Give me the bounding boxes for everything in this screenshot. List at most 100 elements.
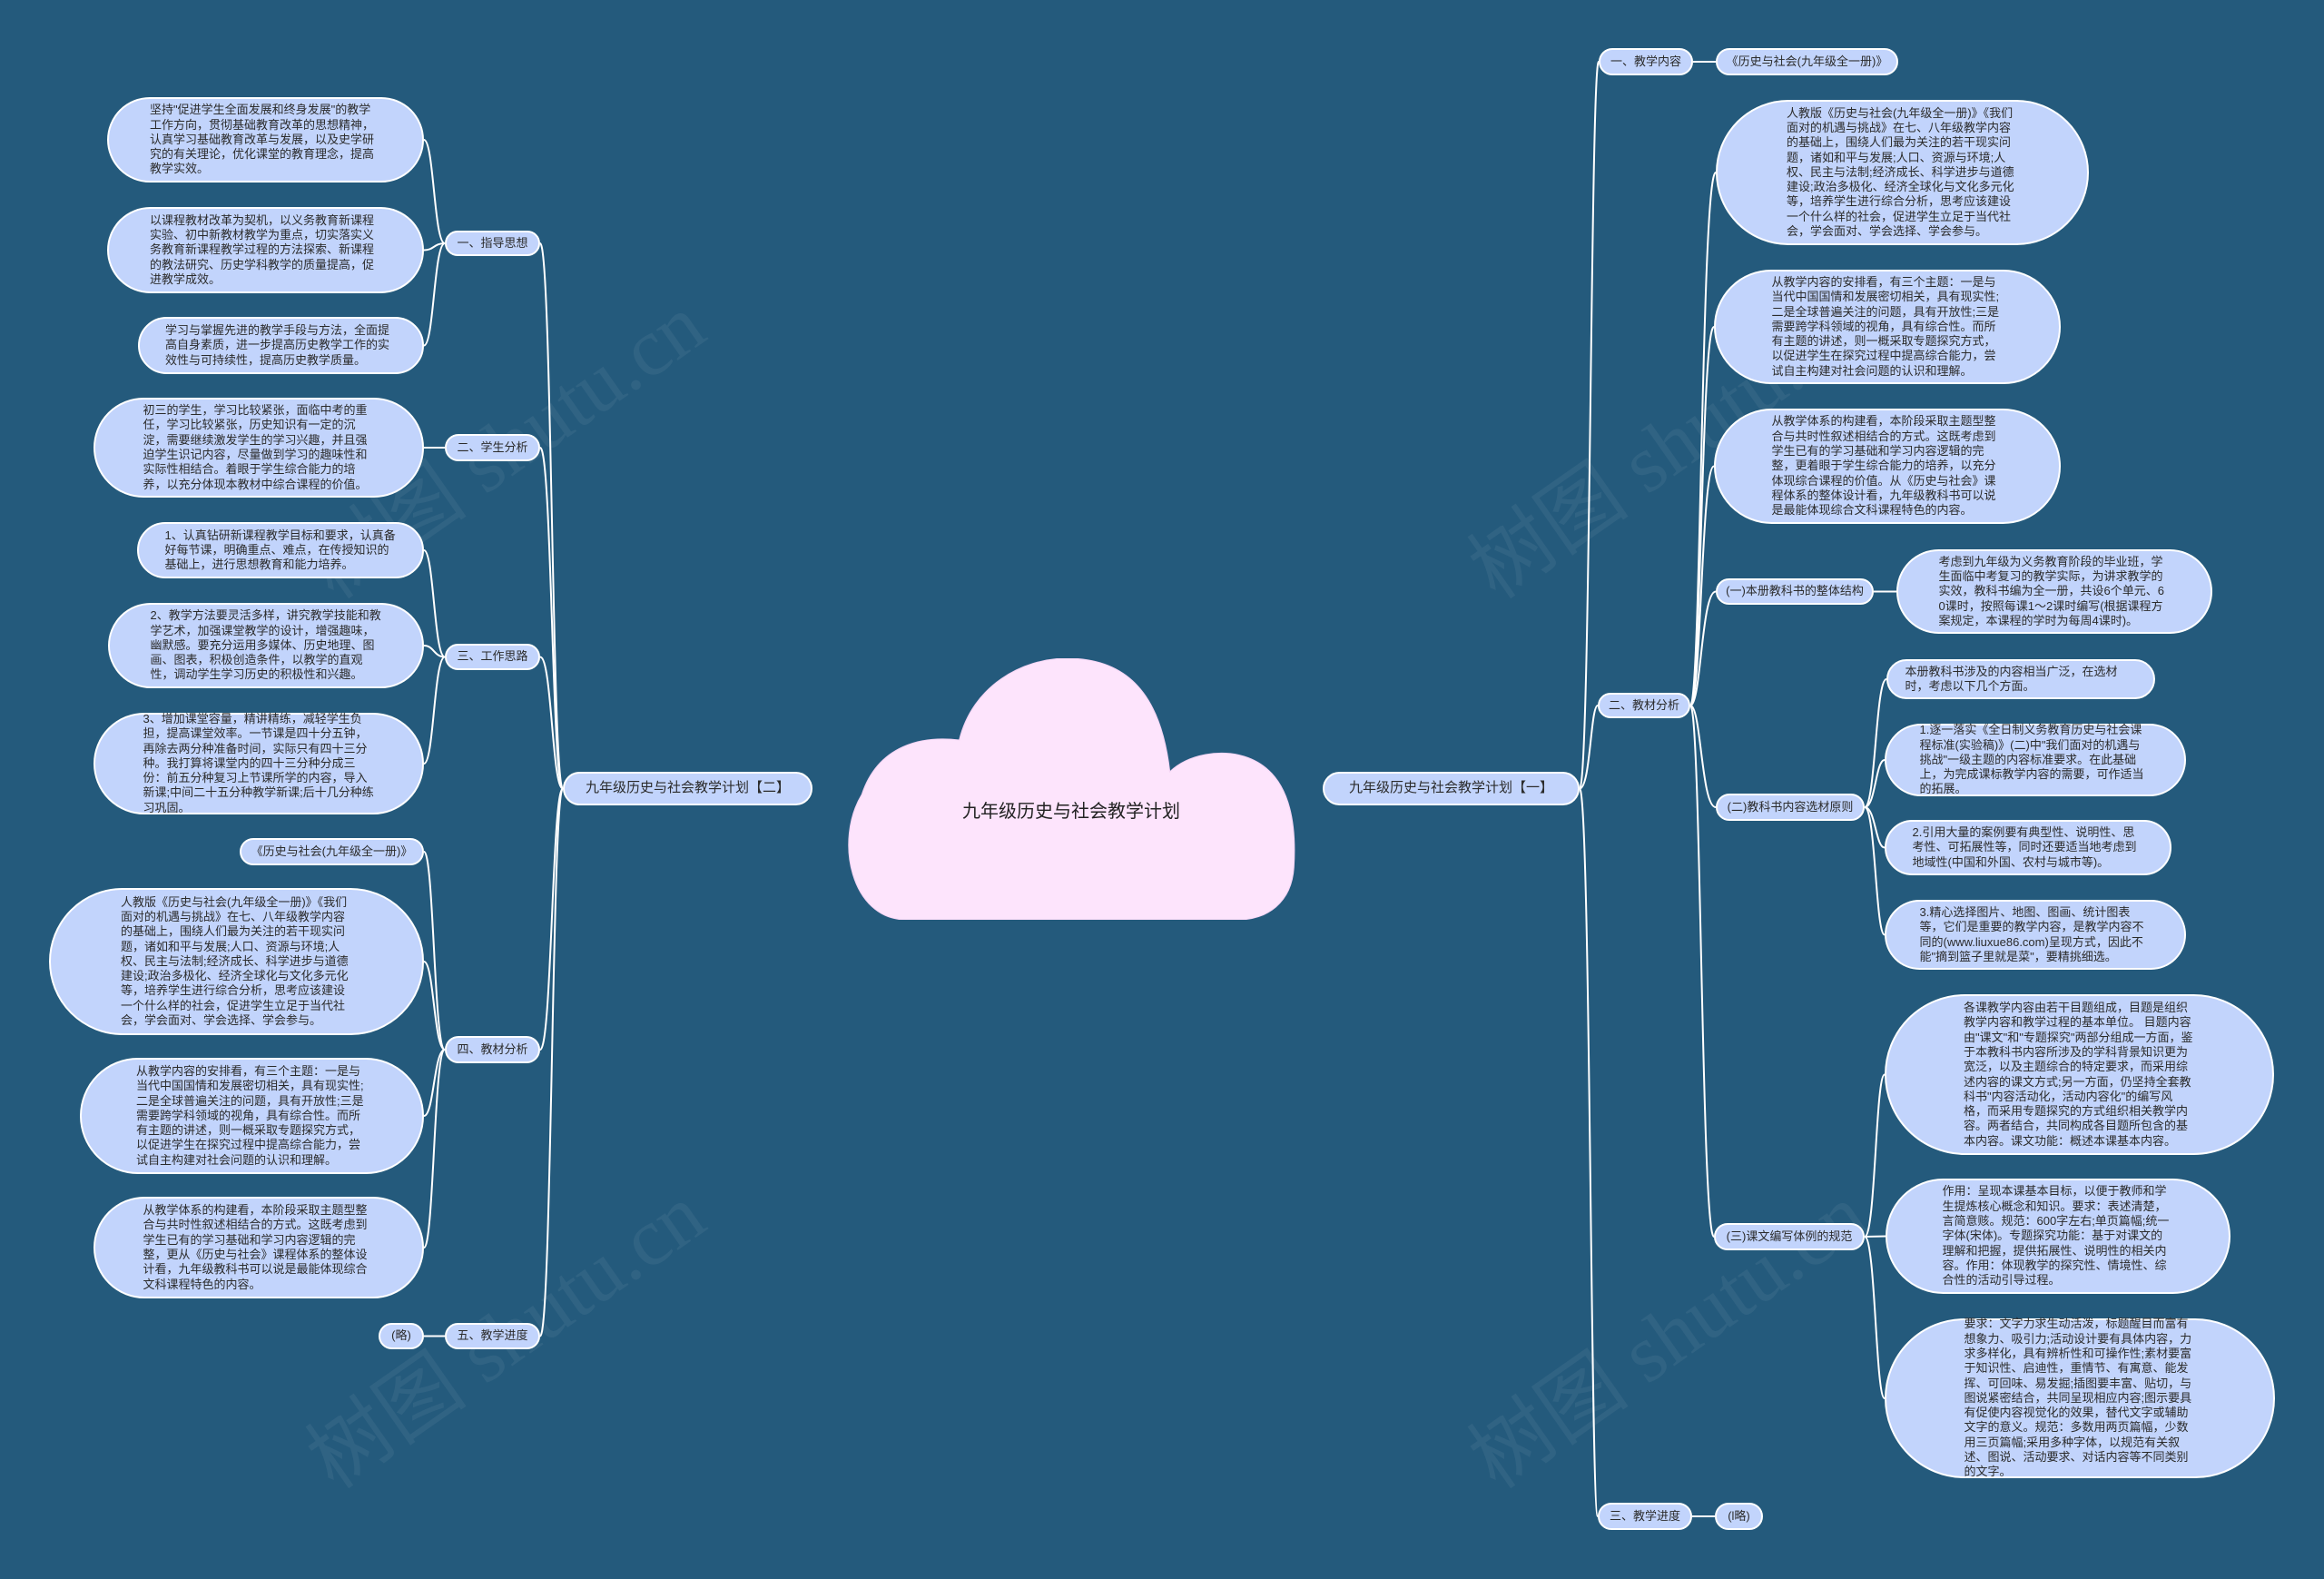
topic-label: 九年级历史与社会教学计划【一】 <box>1348 780 1553 796</box>
connector-line <box>1864 806 1886 936</box>
connector-line <box>1864 1235 1886 1238</box>
subbranch-selection-principles[interactable]: (二)教科书内容选材原则 <box>1716 794 1865 821</box>
connector-line <box>539 787 564 1337</box>
leaf-node[interactable]: (l略) <box>1715 1503 1763 1530</box>
connector-line <box>1689 590 1717 706</box>
connector-line <box>539 242 564 790</box>
connector-line <box>423 242 446 252</box>
leaf-node[interactable]: 人教版《历史与社会(九年级全一册)》《我们面对的机遇与挑战》在七、八年级教学内容… <box>49 888 424 1035</box>
central-topic-cloud[interactable] <box>840 658 1299 920</box>
branch-teaching-content[interactable]: 一、教学内容 <box>1599 48 1693 75</box>
branch-label: 一、教学内容 <box>1610 54 1681 68</box>
leaf-text: 人教版《历史与社会(九年级全一册)》《我们面对的机遇与挑战》在七、八年级教学内容… <box>121 894 349 1028</box>
leaf-node[interactable]: 人教版《历史与社会(九年级全一册)》《我们面对的机遇与挑战》在七、八年级教学内容… <box>1716 100 2089 245</box>
branch-label: (一)本册教科书的整体结构 <box>1726 584 1864 598</box>
branch-label: 二、学生分析 <box>457 439 528 454</box>
connector-line <box>423 645 446 658</box>
leaf-text: 以课程教材改革为契机，以义务教育新课程实验、初中新教材教学为重点，切实落实义务教… <box>150 212 375 286</box>
branch-label: 三、教学进度 <box>1609 1508 1680 1523</box>
leaf-node[interactable]: 《历史与社会(九年级全一册)》 <box>240 838 424 865</box>
branch-label: 一、指导思想 <box>457 235 528 250</box>
branch-teaching-schedule[interactable]: 五、教学进度 <box>445 1323 540 1349</box>
leaf-node[interactable]: 《历史与社会(九年级全一册)》 <box>1716 48 1898 75</box>
leaf-node[interactable]: 要求：文字力求生动活泼，标题醒目而富有想象力、吸引力;活动设计要有具体内容，力求… <box>1885 1317 2275 1479</box>
leaf-node[interactable]: (略) <box>379 1323 424 1349</box>
leaf-node[interactable]: 3、增加课堂容量，精讲精练，减轻学生负担，提高课堂效率。一节课是四十分五钟，再除… <box>94 711 424 814</box>
branch-label: (三)课文编写体例的规范 <box>1726 1229 1853 1243</box>
connector-line <box>1864 759 1886 808</box>
subbranch-overall-structure[interactable]: (一)本册教科书的整体结构 <box>1716 578 1874 605</box>
leaf-node[interactable]: 学习与掌握先进的教学手段与方法，全面提高自身素质，进一步提高历史教学工作的实效性… <box>138 317 424 374</box>
leaf-node[interactable]: 初三的学生，学习比较紧张，面临中考的重任，学习比较紧张，历史知识有一定的沉淀，需… <box>94 398 424 498</box>
branch-label: (二)教科书内容选材原则 <box>1727 799 1854 814</box>
leaf-text: 考虑到九年级为义务教育阶段的毕业班，学生面临中考复习的教学实际，为讲求教学的实效… <box>1938 554 2164 627</box>
connector-line <box>423 549 446 658</box>
leaf-node[interactable]: 3.精心选择图片、地图、图画、统计图表等，它们是重要的教学内容，是教学内容不同的… <box>1885 900 2186 970</box>
leaf-node[interactable]: 从教学内容的安排看，有三个主题：一是与当代中国国情和发展密切相关，具有现实性;二… <box>80 1058 424 1174</box>
leaf-node[interactable]: 本册教科书涉及的内容相当广泛，在选材时，考虑以下几个方面。 <box>1886 659 2155 699</box>
leaf-text: 从教学内容的安排看，有三个主题：一是与当代中国国情和发展密切相关，具有现实性;二… <box>1771 274 2000 378</box>
leaf-node[interactable]: 坚持"促进学生全面发展和终身发展"的教学工作方向，贯彻基础教育改革的思想精神，认… <box>107 97 424 183</box>
leaf-text: 1、认真钻研新课程教学目标和要求，认真备好每节课，明确重点、难点，在传授知识的基… <box>164 528 396 572</box>
branch-textbook-analysis[interactable]: 二、教材分析 <box>1598 693 1690 718</box>
connector-line <box>1689 172 1717 706</box>
connector-line <box>1579 787 1599 1517</box>
central-topic-title: 九年级历史与社会教学计划 <box>962 802 1180 822</box>
leaf-text: 各课教学内容由若干目题组成，目题是组织教学内容和教学过程的基本单位。 目题内容由… <box>1964 1001 2193 1148</box>
connector-line <box>1689 705 1715 1238</box>
leaf-node[interactable]: 各课教学内容由若干目题组成，目题是组织教学内容和教学过程的基本单位。 目题内容由… <box>1885 994 2274 1155</box>
connector-line <box>423 1049 446 1248</box>
leaf-text: 要求：文字力求生动活泼，标题醒目而富有想象力、吸引力;活动设计要有具体内容，力求… <box>1964 1317 2192 1479</box>
branch-label: 三、工作思路 <box>457 649 528 664</box>
leaf-node[interactable]: 以课程教材改革为契机，以义务教育新课程实验、初中新教材教学为重点，切实落实义务教… <box>107 207 424 293</box>
leaf-text: 坚持"促进学生全面发展和终身发展"的教学工作方向，贯彻基础教育改革的思想精神，认… <box>150 103 375 176</box>
connector-line <box>539 656 564 790</box>
leaf-text: 本册教科书涉及的内容相当广泛，在选材时，考虑以下几个方面。 <box>1905 664 2118 693</box>
leaf-node[interactable]: 考虑到九年级为义务教育阶段的毕业班，学生面临中考复习的教学实际，为讲求教学的实效… <box>1896 549 2212 634</box>
topic-plan-one[interactable]: 九年级历史与社会教学计划【一】 <box>1323 772 1580 805</box>
leaf-text: 从教学内容的安排看，有三个主题：一是与当代中国国情和发展密切相关，具有现实性;二… <box>136 1063 364 1167</box>
connector-line <box>1689 705 1717 808</box>
leaf-text: 2、教学方法要灵活多样，讲究教学技能和教学艺术，加强课堂教学的设计，增强趣味，幽… <box>150 608 381 682</box>
leaf-node[interactable]: 从教学体系的构建看，本阶段采取主题型整合与共时性叙述相结合的方式。这既考虑到学生… <box>94 1197 424 1298</box>
leaf-node[interactable]: 1.逐一落实《全日制义务教育历史与社会课程标准(实验稿)》(二)中"我们面对的机… <box>1885 723 2186 796</box>
topic-label: 九年级历史与社会教学计划【二】 <box>585 780 790 796</box>
watermark: 树图 shutu.cn <box>1454 1169 1883 1506</box>
leaf-node[interactable]: 2、教学方法要灵活多样，讲究教学技能和教学艺术，加强课堂教学的设计，增强趣味，幽… <box>108 603 424 688</box>
leaf-text: 人教版《历史与社会(九年级全一册)》《我们面对的机遇与挑战》在七、八年级教学内容… <box>1787 105 2014 239</box>
leaf-node[interactable]: 作用：呈现本课基本目标，以便于教师和学生提炼核心概念和知识。要求：表述清楚，言简… <box>1886 1179 2230 1294</box>
connector-line <box>423 851 446 1051</box>
branch-teaching-schedule[interactable]: 三、教学进度 <box>1598 1503 1692 1530</box>
leaf-node[interactable]: 2.引用大量的案例要有典型性、说明性、思考性、可拓展性等，同时还要适当地考虑到地… <box>1885 820 2171 875</box>
connector-line <box>539 787 564 1051</box>
leaf-text: 从教学体系的构建看，本阶段采取主题型整合与共时性叙述相结合的方式。这既考虑到学生… <box>143 1203 368 1291</box>
connector-line <box>539 447 564 790</box>
leaf-text: 从教学体系的构建看，本阶段采取主题型整合与共时性叙述相结合的方式。这既考虑到学生… <box>1771 414 1996 518</box>
connector-line <box>423 242 446 347</box>
branch-guiding-ideology[interactable]: 一、指导思想 <box>445 231 540 256</box>
connector-line <box>1864 1073 1886 1238</box>
leaf-node[interactable]: 从教学内容的安排看，有三个主题：一是与当代中国国情和发展密切相关，具有现实性;二… <box>1714 270 2061 384</box>
leaf-text: 3、增加课堂容量，精讲精练，减轻学生负担，提高课堂效率。一节课是四十分五钟，再除… <box>143 711 374 814</box>
connector-line <box>1689 326 1715 706</box>
branch-student-analysis[interactable]: 二、学生分析 <box>445 434 540 461</box>
leaf-text: 《历史与社会(九年级全一册)》 <box>251 844 413 858</box>
leaf-text: 学习与掌握先进的教学手段与方法，全面提高自身素质，进一步提高历史教学工作的实效性… <box>165 323 390 367</box>
subbranch-writing-norms[interactable]: (三)课文编写体例的规范 <box>1714 1223 1865 1250</box>
connector-line <box>1579 705 1599 790</box>
leaf-text: (略) <box>391 1328 411 1343</box>
connector-line <box>1864 806 1886 849</box>
branch-textbook-analysis[interactable]: 四、教材分析 <box>445 1036 540 1063</box>
branch-label: 二、教材分析 <box>1608 697 1679 712</box>
leaf-text: 作用：呈现本课基本目标，以便于教师和学生提炼核心概念和知识。要求：表述清楚，言简… <box>1942 1184 2170 1288</box>
leaf-text: 2.引用大量的案例要有典型性、说明性、思考性、可拓展性等，同时还要适当地考虑到地… <box>1912 825 2137 869</box>
topic-plan-two[interactable]: 九年级历史与社会教学计划【二】 <box>563 772 812 805</box>
leaf-text: 初三的学生，学习比较紧张，面临中考的重任，学习比较紧张，历史知识有一定的沉淀，需… <box>143 403 368 491</box>
connector-line <box>1689 465 1715 706</box>
leaf-text: 3.精心选择图片、地图、图画、统计图表等，它们是重要的教学内容，是教学内容不同的… <box>1919 904 2144 963</box>
leaf-node[interactable]: 1、认真钻研新课程教学目标和要求，认真备好每节课，明确重点、难点，在传授知识的基… <box>137 522 424 578</box>
branch-work-approach[interactable]: 三、工作思路 <box>445 644 540 670</box>
leaf-node[interactable]: 从教学体系的构建看，本阶段采取主题型整合与共时性叙述相结合的方式。这既考虑到学生… <box>1714 409 2061 524</box>
connector-line <box>423 1049 446 1117</box>
connector-line <box>1864 1236 1886 1399</box>
